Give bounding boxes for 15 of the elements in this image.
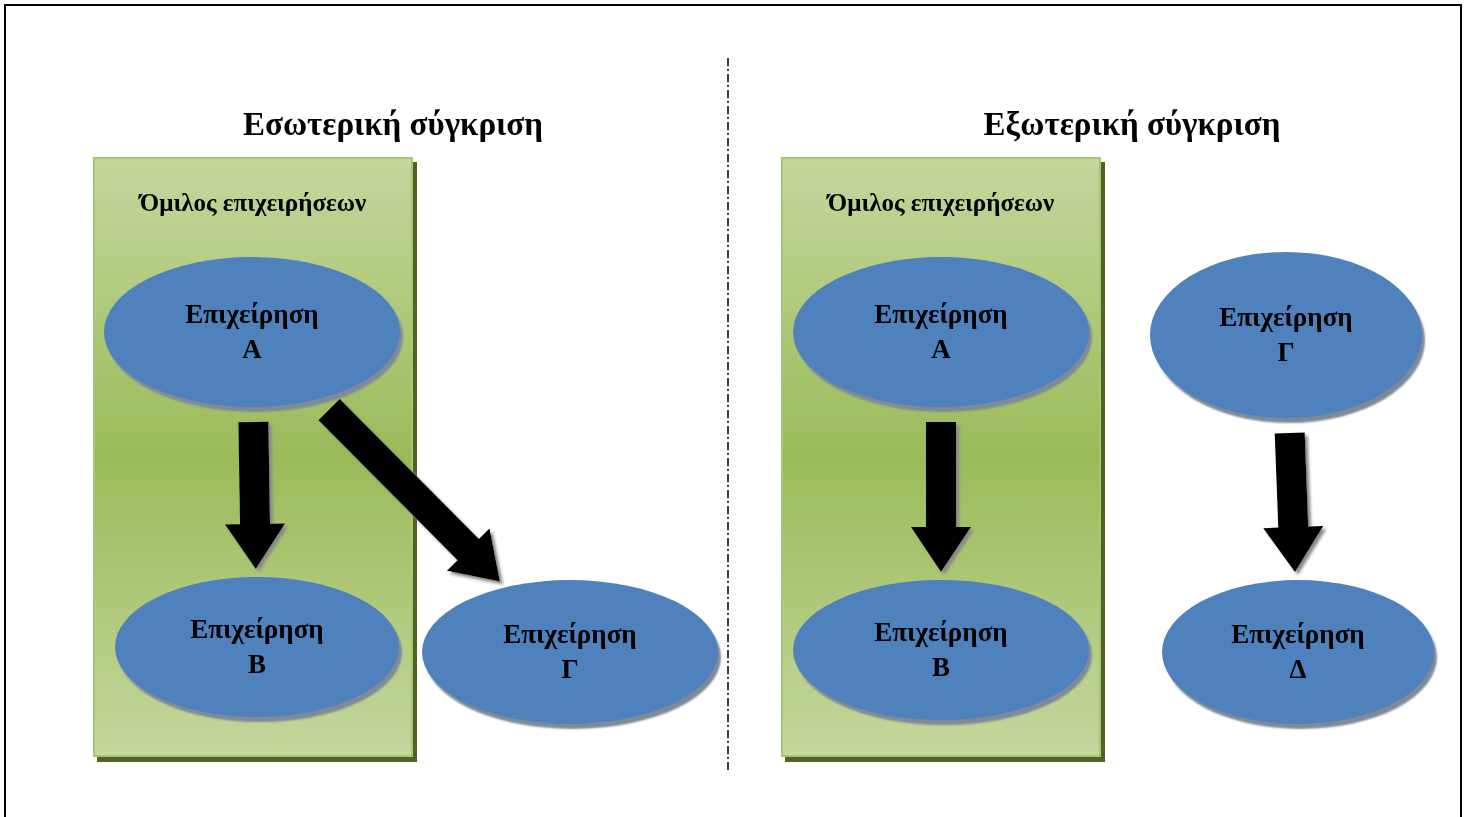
group-title: Όμιλος επιχειρήσεων (137, 189, 368, 217)
company-name: Επιχείρηση Β (873, 615, 1009, 684)
section-heading: Εσωτερική σύγκριση (243, 106, 543, 143)
block-arrow (318, 399, 500, 582)
company-name: Επιχείρηση Γ (502, 617, 638, 686)
block-arrow (225, 421, 286, 569)
company-name: Επιχείρηση Α (873, 297, 1009, 366)
company-name: Επιχείρηση Δ (1230, 617, 1366, 686)
group-title: Όμιλος επιχειρήσεων (825, 189, 1056, 217)
block-arrow (1263, 432, 1324, 572)
company-name: Επιχείρηση Α (184, 297, 320, 366)
section-heading: Εξωτερική σύγκριση (983, 106, 1281, 143)
company-name: Επιχείρηση Γ (1218, 300, 1354, 369)
company-name: Επιχείρηση Β (189, 612, 325, 681)
block-arrow (911, 422, 971, 572)
